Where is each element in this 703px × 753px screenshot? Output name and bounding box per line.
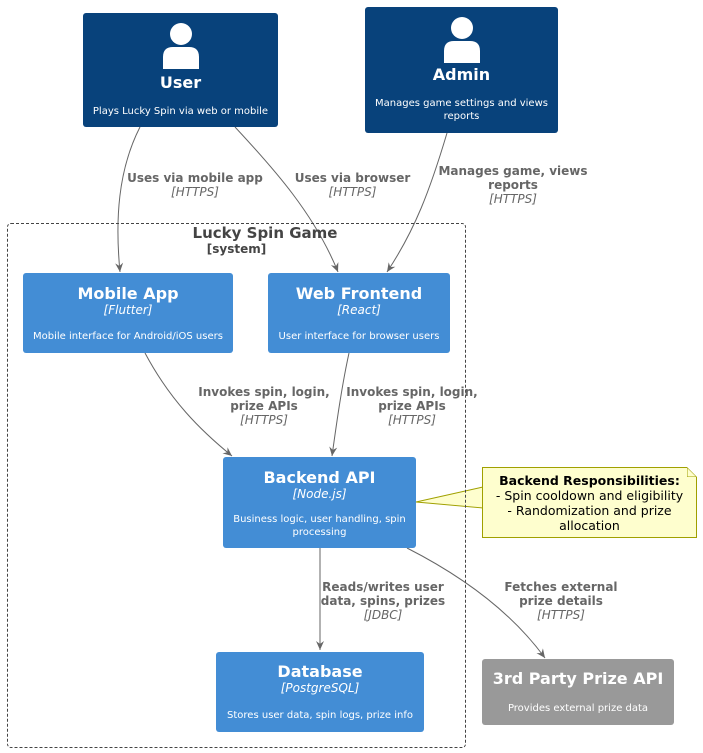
note-line: allocation (559, 518, 620, 533)
node-admin[interactable]: Admin Manages game settings and views re… (365, 7, 558, 133)
edge-label-text: Uses via mobile app (127, 171, 263, 185)
node-backend-tech: [Node.js] (292, 487, 347, 501)
node-ext-desc: Provides external prize data (507, 703, 649, 714)
person-icon (162, 23, 199, 69)
note-line: - Randomization and prize (507, 503, 672, 518)
node-backend-api[interactable]: Backend API [Node.js] Business logic, us… (223, 457, 416, 548)
edge-label-user-web: Uses via browser [HTTPS] (285, 171, 420, 199)
edge-label-text: prize APIs (230, 399, 298, 413)
boundary-subtitle: [system] (206, 242, 267, 256)
edge-web-backend (329, 352, 350, 457)
edge-label-web-backend: Invokes spin, login, prize APIs [HTTPS] (338, 385, 486, 427)
edge-label-text: reports (488, 178, 538, 192)
node-admin-desc: Manages game settings and views reports (375, 98, 548, 122)
note-line: - Spin cooldown and eligibility (495, 488, 684, 503)
edge-label-proto: [HTTPS] (171, 185, 219, 199)
node-user[interactable]: User Plays Lucky Spin via web or mobile (83, 13, 278, 127)
edge-label-text: prize details (519, 594, 603, 608)
node-web-title: Web Frontend (295, 284, 423, 303)
edge-label-proto: [HTTPS] (240, 413, 288, 427)
backend-responsibilities-note: Backend Responsibilities: - Spin cooldow… (482, 467, 697, 538)
node-user-title: User (159, 73, 202, 92)
node-mobile-desc: Mobile interface for Android/iOS users (33, 331, 223, 342)
edge-label-text: Invokes spin, login, (198, 385, 330, 399)
edge-mobile-backend (144, 352, 233, 457)
person-icon (443, 17, 480, 63)
edge-label-text: data, spins, prizes (320, 594, 446, 608)
node-user-desc: Plays Lucky Spin via web or mobile (92, 106, 269, 117)
node-database[interactable]: Database [PostgreSQL] Stores user data, … (216, 652, 424, 732)
edge-label-proto: [HTTPS] (388, 413, 436, 427)
edge-label-proto: [HTTPS] (537, 608, 585, 622)
node-backend-title: Backend API (263, 468, 376, 487)
edge-label-backend-db: Reads/writes user data, spins, prizes [J… (311, 580, 455, 622)
node-mobile-app[interactable]: Mobile App [Flutter] Mobile interface fo… (23, 273, 233, 353)
edge-admin-web (386, 132, 448, 273)
node-third-party-api[interactable]: 3rd Party Prize API Provides external pr… (482, 659, 674, 725)
edge-label-text: Fetches external (504, 580, 618, 594)
edge-label-text: Uses via browser (294, 171, 411, 185)
note-title: Backend Responsibilities: (499, 473, 680, 488)
edge-backend-ext (406, 547, 546, 659)
node-web-frontend[interactable]: Web Frontend [React] User interface for … (268, 273, 450, 353)
note-fold-icon (687, 467, 697, 477)
system-boundary (7, 223, 466, 748)
edge-label-text: Invokes spin, login, (346, 385, 478, 399)
node-db-tech: [PostgreSQL] (280, 681, 360, 695)
boundary-title: Lucky Spin Game (192, 224, 338, 242)
edge-label-admin-web: Manages game, views reports [HTTPS] (428, 164, 598, 206)
edge-label-mobile-backend: Invokes spin, login, prize APIs [HTTPS] (190, 385, 338, 427)
node-mobile-title: Mobile App (77, 284, 179, 303)
edge-label-proto: [HTTPS] (489, 192, 537, 206)
node-web-desc: User interface for browser users (278, 331, 440, 342)
edge-label-text: Manages game, views (438, 164, 588, 178)
node-web-tech: [React] (337, 303, 381, 317)
edge-label-proto: [JDBC] (363, 608, 403, 622)
edge-label-user-mobile: Uses via mobile app [HTTPS] (120, 171, 270, 199)
edge-user-web (234, 126, 339, 273)
node-mobile-tech: [Flutter] (103, 303, 153, 317)
edge-user-mobile (115, 126, 141, 273)
node-ext-title: 3rd Party Prize API (492, 669, 664, 688)
node-db-title: Database (277, 662, 363, 681)
edge-label-text: Reads/writes user (322, 580, 444, 594)
node-admin-title: Admin (432, 65, 491, 84)
edge-label-backend-ext: Fetches external prize details [HTTPS] (493, 580, 629, 622)
node-db-desc: Stores user data, spin logs, prize info (227, 710, 413, 721)
edge-label-text: prize APIs (378, 399, 446, 413)
node-backend-desc: Business logic, user handling, spin proc… (233, 514, 406, 538)
edge-label-proto: [HTTPS] (328, 185, 377, 199)
